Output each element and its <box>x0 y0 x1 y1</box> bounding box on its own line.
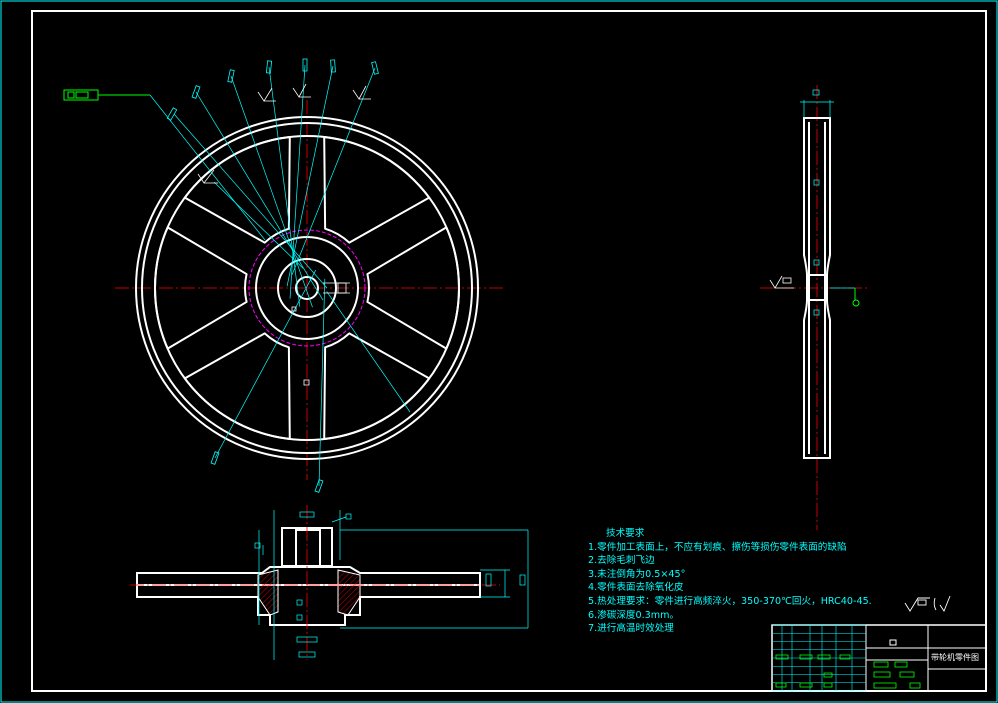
section-hatch-left <box>257 569 279 616</box>
spoke-window <box>323 135 431 244</box>
tech-requirement-item-3: 3.未注倒角为0.5×45° <box>588 568 686 580</box>
side-balloon <box>852 288 860 307</box>
leader-line <box>326 291 411 413</box>
title-block-labels <box>775 654 921 689</box>
tech-requirement-item-1: 1.零件加工表面上，不应有划痕、擦伤等损伤零件表面的缺陷 <box>588 541 847 553</box>
surface-finish-symbols <box>197 83 371 184</box>
spoke-window <box>323 332 431 441</box>
leader-line <box>289 64 306 299</box>
leader-line <box>173 113 328 289</box>
section-dimensions <box>254 510 529 660</box>
wheel-rim <box>135 116 479 460</box>
leader-line <box>195 91 324 301</box>
title-block-grid <box>772 624 866 692</box>
hub-dimension-marks <box>291 282 350 386</box>
spoke-window <box>366 226 460 350</box>
side-dimensions <box>800 89 855 316</box>
front-view <box>63 58 505 493</box>
side-view <box>760 85 868 530</box>
tech-requirement-item-4: 4.零件表面去除氧化皮 <box>588 582 684 594</box>
pitch-circle <box>248 229 366 347</box>
leader-line <box>268 66 301 307</box>
drawing-border <box>31 10 987 692</box>
technical-requirements: 技术要求 1.零件加工表面上，不应有划痕、擦伤等损伤零件表面的缺陷 2.去除毛刺… <box>588 527 872 636</box>
general-roughness-symbol <box>904 595 951 612</box>
front-centerlines <box>115 100 505 480</box>
section-outline <box>136 527 481 626</box>
leader-line <box>230 75 313 308</box>
section-view <box>130 505 529 660</box>
part-balloon <box>63 89 150 101</box>
leader-line <box>318 278 326 487</box>
leader-line <box>286 65 334 287</box>
spoke-window <box>183 332 291 441</box>
spoke-window <box>154 226 248 350</box>
leader-line <box>213 181 304 269</box>
tech-requirement-item-5: 5.热处理要求：零件进行高频淬火，350-370℃回火，HRC40-45. <box>588 595 872 607</box>
tech-requirement-item-2: 2.去除毛刺飞边 <box>588 555 655 567</box>
side-finish-symbol <box>769 275 794 289</box>
leader-line <box>214 269 317 459</box>
tech-requirements-title: 技术要求 <box>606 528 645 539</box>
tech-requirement-item-6: 6.渗碳深度0.3mm。 <box>588 609 680 621</box>
tech-requirement-item-7: 7.进行高温时效处理 <box>588 623 674 635</box>
spoke-window <box>183 135 291 244</box>
leader-tags <box>166 58 379 493</box>
balloon-leader <box>149 94 266 241</box>
front-leaders <box>173 64 411 487</box>
drawing-name: 带轮机零件图 <box>931 653 979 662</box>
side-outline <box>803 117 831 459</box>
section-hatch-right <box>337 569 361 616</box>
leader-line <box>291 67 376 275</box>
